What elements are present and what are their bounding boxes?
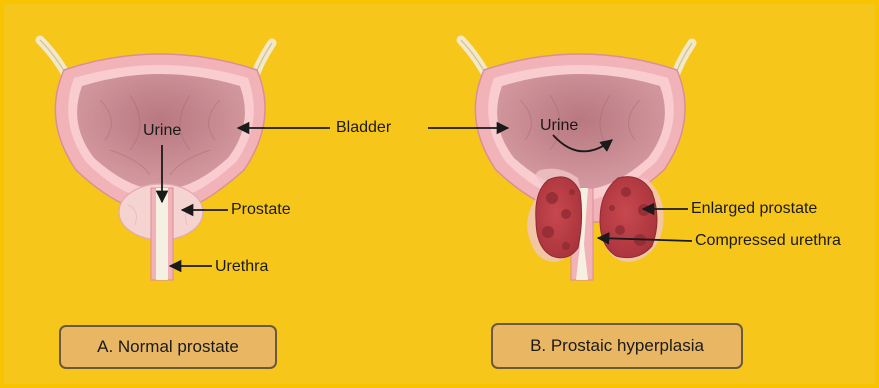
label-urine-normal: Urine: [143, 122, 181, 140]
caption-normal-prostate: A. Normal prostate: [59, 325, 277, 369]
enlarged-prostate-left-lobe: [536, 177, 582, 258]
label-urine-hyperplasia: Urine: [540, 117, 578, 135]
label-bladder: Bladder: [336, 119, 391, 137]
caption-prostatic-hyperplasia: B. Prostaic hyperplasia: [491, 323, 743, 369]
label-prostate: Prostate: [231, 201, 291, 219]
normal-bladder: [40, 40, 272, 280]
label-compressed-urethra: Compressed urethra: [695, 232, 841, 250]
label-enlarged-prostate: Enlarged prostate: [691, 200, 817, 218]
hyperplasia-bladder: [461, 40, 692, 280]
label-urethra: Urethra: [215, 258, 268, 276]
